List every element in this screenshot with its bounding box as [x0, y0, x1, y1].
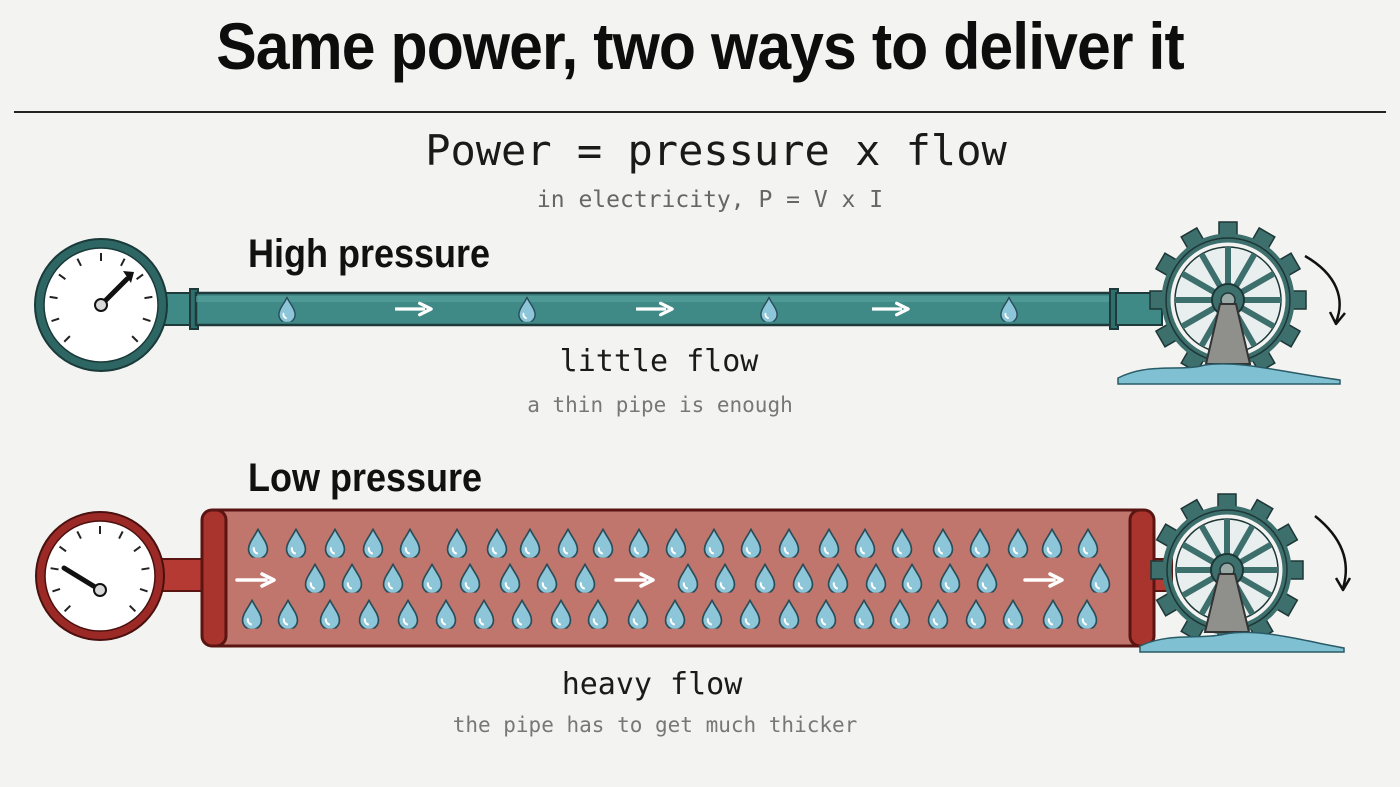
low-water-wheel-icon — [1150, 493, 1304, 647]
thin-pipe-note: a thin pipe is enough — [527, 393, 793, 417]
little-flow-label: little flow — [559, 344, 759, 379]
formula: Power = pressure x flow — [425, 126, 1007, 175]
low-pressure-gauge-icon — [35, 511, 165, 641]
title-divider — [14, 111, 1386, 113]
high-water-wheel-icon — [1149, 221, 1307, 379]
formula-subtitle: in electricity, P = V x I — [536, 187, 884, 213]
heavy-flow-label: heavy flow — [561, 667, 743, 702]
low-rotation-arrow-icon — [1314, 515, 1347, 589]
high-rotation-arrow-icon — [1304, 254, 1341, 323]
high-pressure-gauge-icon — [34, 238, 168, 372]
high-splash — [1117, 363, 1341, 385]
low-pressure-system — [35, 493, 1352, 653]
low-splash — [1139, 631, 1345, 653]
thick-pipe-note: the pipe has to get much thicker — [452, 713, 858, 737]
low-pressure-heading: Low pressure — [248, 456, 483, 500]
high-pressure-system — [34, 221, 1346, 385]
page-title: Same power, two ways to deliver it — [216, 9, 1184, 83]
high-pressure-heading: High pressure — [248, 232, 491, 276]
